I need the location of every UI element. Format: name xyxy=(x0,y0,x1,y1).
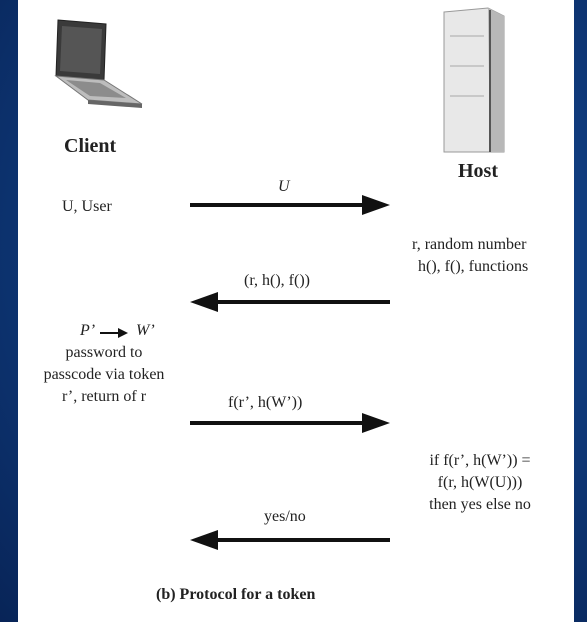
message-label-result: yes/no xyxy=(264,508,306,525)
message-label-user: U xyxy=(278,178,290,195)
host-functions-note: h(), f(), functions xyxy=(418,258,529,275)
arrow-left-4 xyxy=(190,530,390,550)
laptop-icon xyxy=(54,19,143,108)
conversion-arrow xyxy=(100,328,128,338)
message-label-challenge: (r, h(), f()) xyxy=(244,272,310,289)
host-title: Host xyxy=(458,160,498,182)
client-user-note: U, User xyxy=(62,198,112,215)
arrow-right-3 xyxy=(190,413,390,433)
message-label-response: f(r’, h(W’)) xyxy=(228,394,303,411)
client-note-line3: r’, return of r xyxy=(61,388,147,405)
client-note-line2: passcode via token xyxy=(43,366,165,383)
host-check-line1: if f(r’, h(W’)) = xyxy=(429,452,531,469)
client-title: Client xyxy=(64,135,117,157)
password-symbol: P’ xyxy=(80,322,96,339)
diagram-caption: (b) Protocol for a token xyxy=(156,586,316,603)
server-tower-icon xyxy=(443,7,505,153)
arrow-right-1 xyxy=(190,195,390,215)
host-check-line2: f(r, h(W(U))) xyxy=(437,474,523,491)
host-check-line3: then yes else no xyxy=(429,496,531,513)
client-note-line1: password to xyxy=(65,344,143,361)
host-random-note: r, random number xyxy=(412,236,527,253)
passcode-symbol: W’ xyxy=(136,322,155,339)
arrow-left-2 xyxy=(190,292,390,312)
